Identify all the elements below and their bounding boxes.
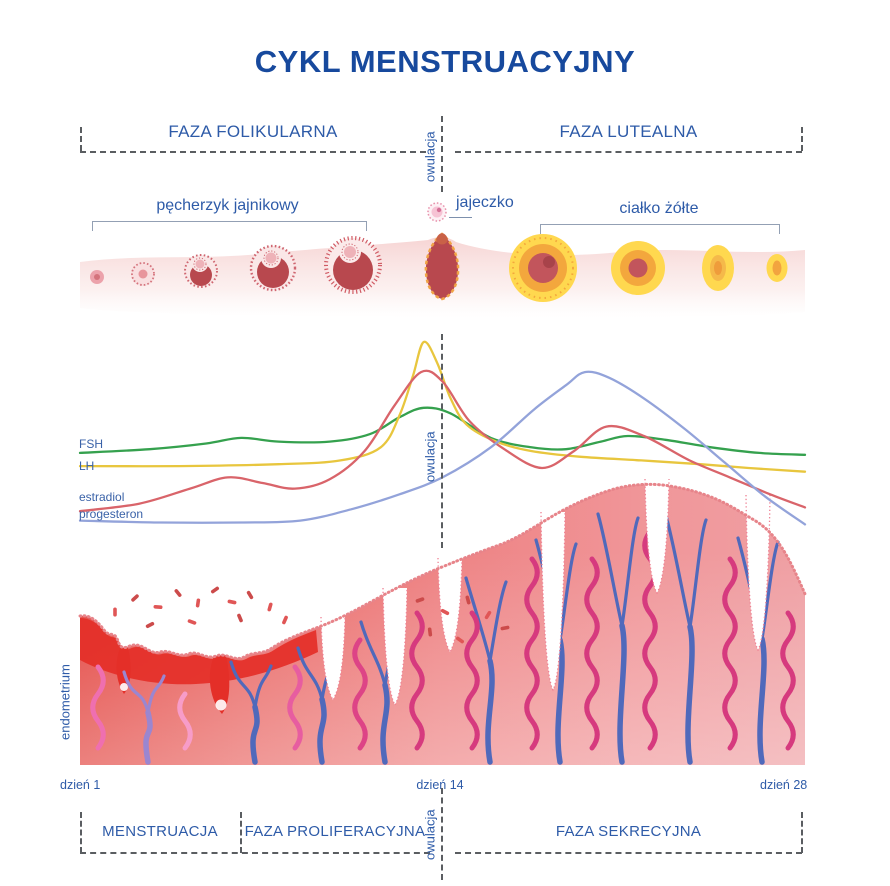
gland-opening-border xyxy=(540,511,566,692)
follicle-stage-2 xyxy=(131,262,155,286)
ovulating-follicle xyxy=(424,232,460,301)
corpus-luteum-stage-3 xyxy=(702,245,734,291)
debris-piece xyxy=(227,599,237,605)
ovary-cycle-illustration xyxy=(80,202,805,318)
gland xyxy=(177,691,193,751)
vessel xyxy=(664,514,708,765)
follicle-label: pęcherzyk jajnikowy xyxy=(156,197,299,214)
follicular-bracket-left-tick xyxy=(80,127,82,151)
debris-piece xyxy=(113,607,117,617)
gland-opening xyxy=(541,512,565,690)
vessel xyxy=(596,512,640,765)
ovulation-label-chart: owulacja xyxy=(422,431,438,483)
debris-piece xyxy=(267,602,273,612)
debris-piece xyxy=(174,589,182,597)
gland-opening xyxy=(438,558,462,652)
gland xyxy=(584,556,600,751)
debris-piece xyxy=(484,610,492,620)
endometrium-label: endometrium xyxy=(57,664,73,741)
gland xyxy=(90,664,106,751)
fsh-curve xyxy=(78,406,807,456)
phase-label-proliferative: FAZA PROLIFERACYJNA xyxy=(244,823,426,840)
gland-opening-border xyxy=(644,478,670,595)
endometrium-surface xyxy=(78,482,807,660)
follicle-bracket xyxy=(92,221,367,231)
debris-piece xyxy=(427,627,433,637)
egg-pointer-line xyxy=(449,217,472,218)
day-1-label: dzień 1 xyxy=(60,778,101,792)
debris-piece xyxy=(500,625,510,631)
legend-fsh: FSH xyxy=(79,437,103,451)
gland-opening-border xyxy=(745,494,771,652)
luteal-bracket-right-tick xyxy=(801,127,803,151)
gland xyxy=(722,556,738,751)
debris-piece xyxy=(415,597,425,603)
debris-piece xyxy=(153,605,163,609)
bottom-bracket-left-tick xyxy=(80,812,82,853)
phase-label-secretory: FAZA SEKRECYJNA xyxy=(555,823,702,840)
lh-curve xyxy=(78,340,807,473)
gland xyxy=(464,610,480,751)
bottom-bracket-line-left xyxy=(80,852,430,854)
gland xyxy=(524,556,540,751)
debris-piece xyxy=(282,615,288,625)
debris-piece xyxy=(246,590,254,600)
bottom-bracket-divider-tick xyxy=(240,812,242,853)
debris-piece xyxy=(195,598,201,608)
legend-estradiol: estradiol xyxy=(79,490,125,504)
gland xyxy=(352,637,368,751)
debris-piece xyxy=(131,594,139,602)
egg-label: jajeczko xyxy=(456,194,514,211)
corpus-luteum-stage-4 xyxy=(766,254,788,282)
follicle-stage-1 xyxy=(90,270,104,284)
bottom-bracket-line-right xyxy=(455,852,802,854)
day-28-label: dzień 28 xyxy=(760,778,808,792)
gland-opening xyxy=(645,479,669,593)
ovulation-line-top xyxy=(441,116,443,192)
menstrual-debris xyxy=(113,586,510,644)
follicular-bracket-line xyxy=(80,151,426,153)
gland-opening-border xyxy=(382,587,408,707)
debris-piece xyxy=(440,608,450,616)
gland xyxy=(780,610,796,751)
debris-piece xyxy=(145,621,155,629)
debris-piece xyxy=(456,636,464,644)
gland xyxy=(287,664,303,751)
vessel xyxy=(229,660,273,765)
phase-label-follicular: FAZA FOLIKULARNA xyxy=(168,122,338,141)
endometrium-gland-openings xyxy=(320,478,771,707)
phase-label-luteal: FAZA LUTEALNA xyxy=(559,122,698,141)
corpus-luteum-bracket xyxy=(540,224,780,234)
legend-lh: LH xyxy=(79,459,95,473)
legend-progesteron: progesteron xyxy=(79,507,144,521)
gland-opening-border xyxy=(320,616,346,702)
ovulation-line-chart xyxy=(441,334,443,548)
menstruation-shedding xyxy=(80,618,318,714)
follicle-stage-4 xyxy=(249,244,297,292)
debris-piece xyxy=(465,595,471,605)
day-14-label: dzień 14 xyxy=(416,778,464,792)
debris-piece xyxy=(187,619,197,625)
gland-opening xyxy=(746,495,770,650)
bottom-bracket-right-tick xyxy=(801,812,803,853)
corpus-luteum-stage-1 xyxy=(509,234,577,302)
gland xyxy=(409,610,425,751)
vessel xyxy=(122,670,166,765)
ovulation-label-top: owulacja xyxy=(422,131,438,183)
debris-piece xyxy=(210,586,220,594)
gland-opening xyxy=(321,617,345,700)
corpus-luteum-label: ciałko żółte xyxy=(619,200,699,217)
debris-piece xyxy=(237,613,243,623)
page-title: CYKL MENSTRUACYJNY xyxy=(254,44,636,79)
ovulation-line-bottom xyxy=(441,788,443,880)
follicle-stage-5 xyxy=(324,236,382,294)
gland-opening xyxy=(383,588,407,705)
ovulation-label-bottom: owulacja xyxy=(422,809,438,861)
progesteron-curve xyxy=(78,370,807,526)
phase-label-menstruation: MENSTRUACJA xyxy=(102,823,218,840)
corpus-luteum-stage-2 xyxy=(611,241,665,295)
egg-icon xyxy=(427,202,447,222)
luteal-bracket-line xyxy=(455,151,802,153)
follicle-stage-3 xyxy=(184,254,218,288)
